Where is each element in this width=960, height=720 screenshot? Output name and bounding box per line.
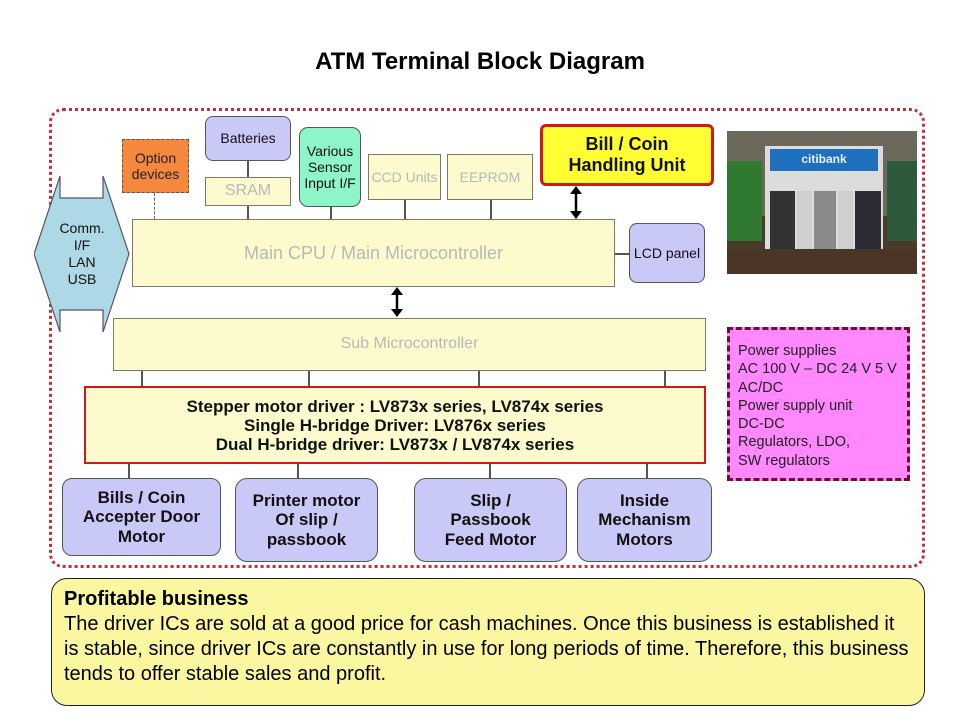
connector [128,464,130,478]
bidirectional-arrow-icon [570,186,582,219]
eeprom-block: EEPROM [447,154,533,200]
batteries-block: Batteries [205,116,291,161]
note-body: The driver ICs are sold at a good price … [64,613,909,685]
connector [646,464,648,478]
power-supplies-block: Power supplies AC 100 V – DC 24 V 5 V AC… [727,327,910,481]
connector [297,464,299,478]
connector [330,207,332,219]
motor-driver-block: Stepper motor driver : LV873x series, LV… [84,386,706,464]
connector [404,200,406,219]
driver-line: Dual H-bridge driver: LV873x / LV874x se… [215,434,575,454]
comm-interface-label: Comm. I/F LAN USB [50,214,114,294]
power-line: Power supplies [738,343,837,359]
connector [247,161,249,177]
photo-caption: citibank [770,149,878,171]
power-line: DC-DC [738,416,785,433]
comm-line: LAN [68,254,96,270]
connector [478,371,480,386]
driver-line: Stepper motor driver : LV873x series, LV… [186,396,604,416]
comm-line: Comm. [59,220,105,236]
page-title: ATM Terminal Block Diagram [315,48,645,75]
power-line: Power supply unit [738,397,853,414]
power-line: Regulators, LDO, [738,434,851,451]
connector [154,193,155,219]
sram-block: SRAM [205,177,291,206]
power-line: AC/DC [738,379,784,396]
driver-line: Single H-bridge Driver: LV876x series [243,415,547,435]
note-heading: Profitable business [64,588,249,610]
motor-block: Inside Mechanism Motors [577,478,712,562]
connector [141,371,143,386]
atm-system-boundary [49,108,925,568]
bill-coin-handling-block: Bill / Coin Handling Unit [540,124,714,186]
motor-block: Bills / Coin Accepter Door Motor [62,478,221,556]
comm-interface-shape [34,176,130,332]
option-devices-block: Option devices [122,139,189,193]
sub-microcontroller-block: Sub Microcontroller [113,318,706,371]
motor-block: Printer motor Of slip / passbook [235,478,378,562]
connector [490,200,492,219]
ccd-units-block: CCD Units [368,154,441,200]
power-line: SW regulators [738,452,830,469]
connector [664,371,666,386]
atm-photo: citibank [727,131,917,274]
comm-line: I/F [73,237,91,253]
connector [489,464,491,478]
bidirectional-arrow-icon [391,287,403,317]
comm-line: USB [67,271,97,287]
main-cpu-block: Main CPU / Main Microcontroller [132,219,615,287]
connector [247,206,249,219]
connector [615,253,629,255]
sensor-input-block: Various Sensor Input I/F [299,127,361,207]
connector [308,371,310,386]
profitable-business-note: Profitable business The driver ICs are s… [51,578,925,706]
power-line: AC 100 V – DC 24 V 5 V [738,361,897,378]
lcd-panel-block: LCD panel [629,223,705,283]
motor-block: Slip / Passbook Feed Motor [414,478,567,562]
